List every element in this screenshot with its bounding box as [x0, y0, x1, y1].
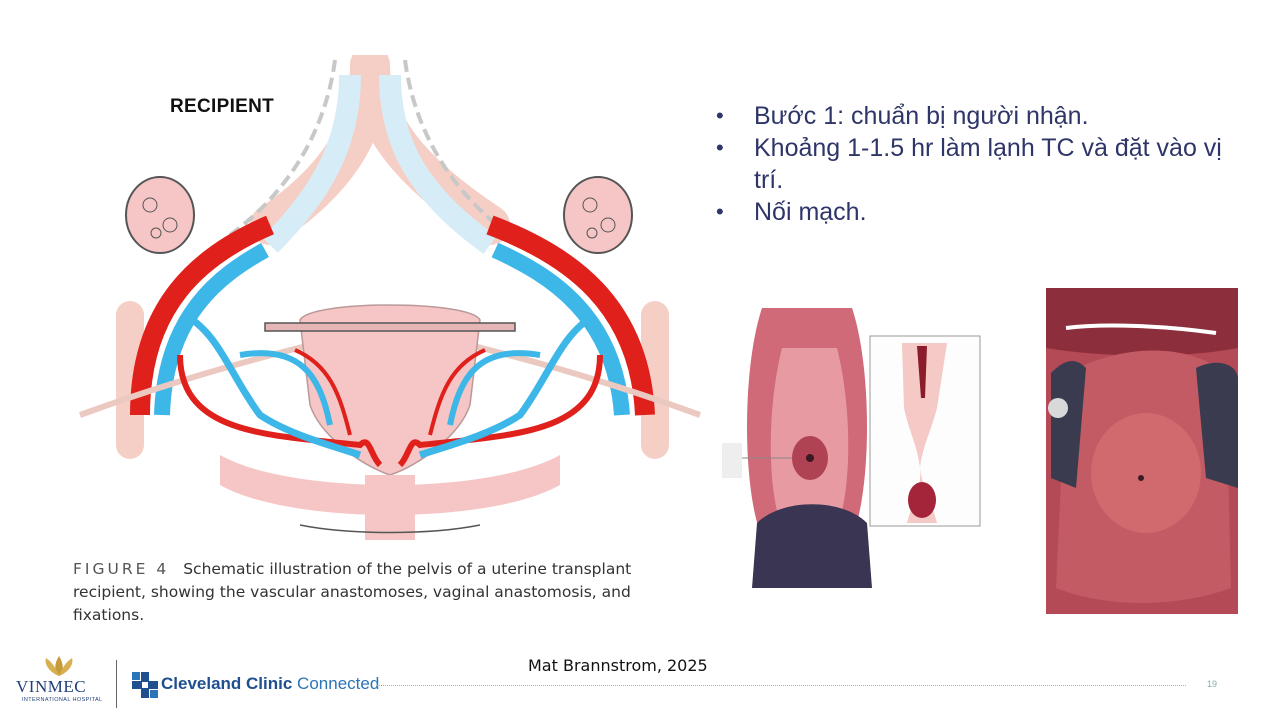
bullet-marker: •	[716, 103, 724, 128]
surgical-photo-vagina-svg	[722, 288, 1022, 612]
cc-name-bold: Cleveland Clinic	[161, 674, 293, 693]
footer-dotted-line	[376, 685, 1186, 686]
bullet-text: Khoảng 1-1.5 hr làm lạnh TC và đặt vào v…	[754, 134, 1222, 194]
figure-caption-text: Schematic illustration of the pelvis of …	[73, 560, 632, 624]
pelvis-schematic-figure	[70, 55, 710, 545]
cleveland-clinic-connected-name: Cleveland Clinic Connected	[161, 674, 379, 694]
vinmec-subtitle: INTERNATIONAL HOSPITAL	[22, 697, 103, 703]
bullet-marker: •	[716, 135, 724, 160]
cc-name-connected: Connected	[292, 674, 380, 693]
bullet-list: • Bước 1: chuẩn bị người nhận. • Khoảng 1-…	[712, 100, 1252, 228]
surgical-photo-uterus	[1046, 288, 1238, 614]
surgical-photo-uterus-svg	[1046, 288, 1238, 614]
bullet-marker: •	[716, 199, 724, 224]
lotus-logo-icon	[45, 656, 73, 676]
bullet-item: • Khoảng 1-1.5 hr làm lạnh TC và đặt vào …	[712, 132, 1252, 196]
footer-divider	[116, 660, 117, 708]
bullet-text: Nối mạch.	[754, 198, 867, 226]
bullet-item: • Nối mạch.	[712, 196, 1252, 228]
page-number: 19	[1207, 679, 1218, 689]
citation: Mat Brannstrom, 2025	[528, 656, 708, 675]
pelvis-schematic-svg	[78, 55, 702, 540]
cleveland-clinic-cross-icon	[132, 672, 158, 698]
surgical-photo-vagina	[722, 288, 1022, 612]
figure-caption-label: FIGURE 4	[73, 560, 170, 578]
vinmec-name: VINMEC	[16, 677, 87, 696]
bullet-item: • Bước 1: chuẩn bị người nhận.	[712, 100, 1252, 132]
recipient-label: RECIPIENT	[170, 96, 275, 117]
bullet-text: Bước 1: chuẩn bị người nhận.	[754, 102, 1089, 130]
